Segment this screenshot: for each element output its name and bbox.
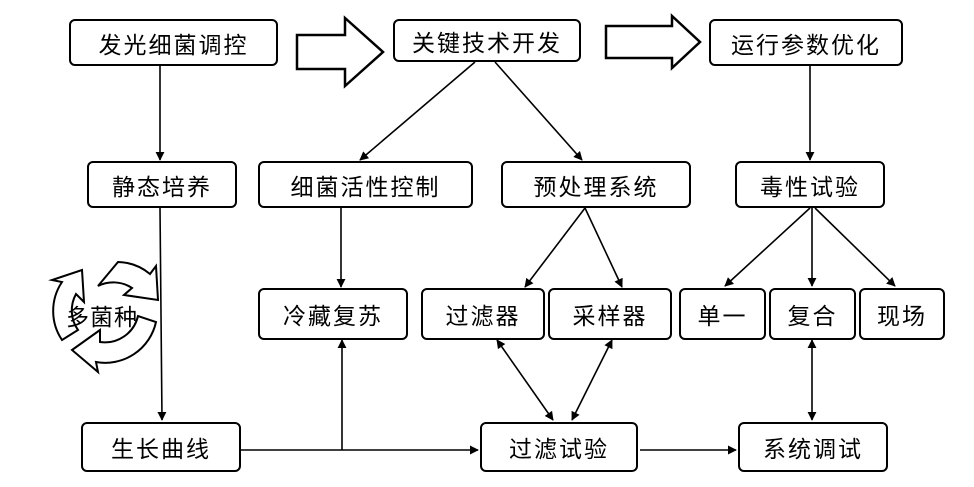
block-arrow-1 bbox=[295, 15, 385, 89]
node-filter: 过滤器 bbox=[421, 288, 545, 340]
node-cold-revival: 冷藏复苏 bbox=[258, 288, 408, 340]
arrow-key-to-pretreat bbox=[494, 61, 583, 161]
node-toxicity-test: 毒性试验 bbox=[735, 161, 885, 208]
node-growth-curve: 生长曲线 bbox=[81, 422, 241, 472]
arrow-sampler-filtertest bbox=[571, 339, 613, 421]
node-single: 单一 bbox=[679, 288, 766, 340]
arrow-toxicity-to-single bbox=[724, 207, 811, 287]
arrow-static-to-growth bbox=[157, 207, 167, 421]
arrow-pretreat-to-sampler bbox=[584, 207, 623, 288]
block-arrow-2 bbox=[604, 13, 702, 71]
arrow-toxicity-to-onsite bbox=[814, 207, 896, 287]
cycle-arrows-icon bbox=[48, 260, 160, 375]
label-multi-strain: 多菌种 bbox=[66, 305, 138, 331]
node-param-opt: 运行参数优化 bbox=[709, 19, 903, 66]
node-static-culture: 静态培养 bbox=[87, 161, 237, 208]
node-system-debug: 系统调试 bbox=[738, 422, 888, 472]
node-bio-control: 发光细菌调控 bbox=[69, 19, 278, 66]
node-compound: 复合 bbox=[769, 288, 856, 340]
node-key-tech: 关键技术开发 bbox=[393, 19, 581, 62]
arrow-filter-filtertest bbox=[496, 339, 554, 421]
node-pretreatment: 预处理系统 bbox=[501, 161, 691, 208]
node-filter-test: 过滤试验 bbox=[480, 422, 638, 472]
node-activity-control: 细菌活性控制 bbox=[258, 161, 473, 208]
node-onsite: 现场 bbox=[859, 288, 945, 340]
arrow-key-to-activity bbox=[359, 61, 476, 161]
arrow-pretreat-to-filter bbox=[524, 207, 586, 288]
node-sampler: 采样器 bbox=[548, 288, 672, 340]
